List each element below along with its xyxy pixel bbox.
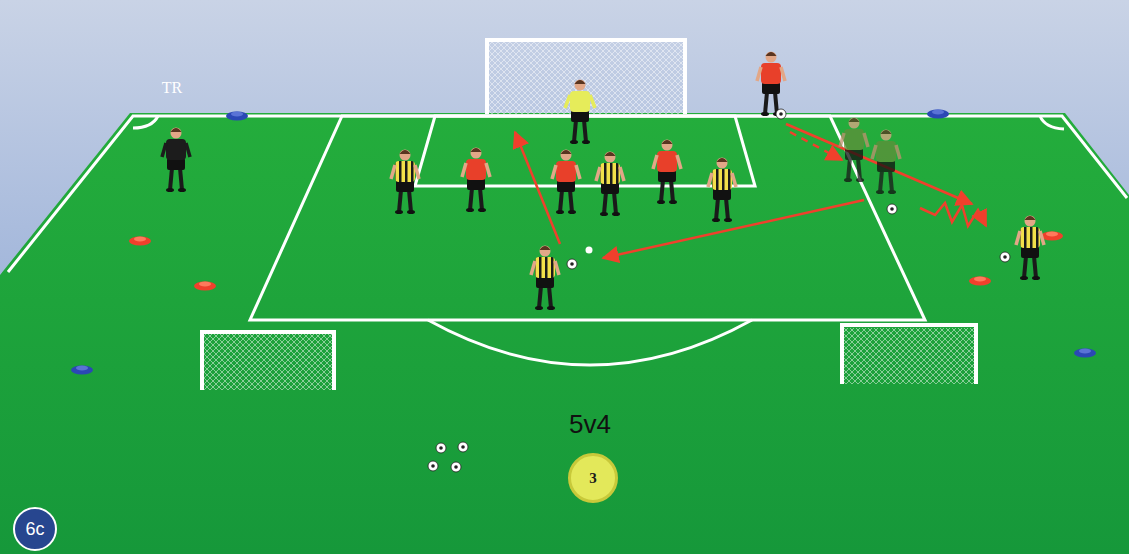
node-text: 6c <box>25 519 44 540</box>
players <box>162 52 1044 311</box>
small-goal <box>842 325 976 384</box>
trainer-label: TR <box>162 79 182 97</box>
balls <box>428 109 1010 472</box>
small-goal <box>202 332 334 390</box>
exercise-number: 3 <box>568 453 618 503</box>
grass <box>0 113 1129 554</box>
figure-number: 6c <box>13 507 57 551</box>
node-text: 3 <box>589 470 597 487</box>
cones <box>71 110 1096 375</box>
player-count: 5v4 <box>569 409 611 440</box>
pitch-lines <box>8 116 1127 365</box>
movement-arrows <box>515 124 986 258</box>
